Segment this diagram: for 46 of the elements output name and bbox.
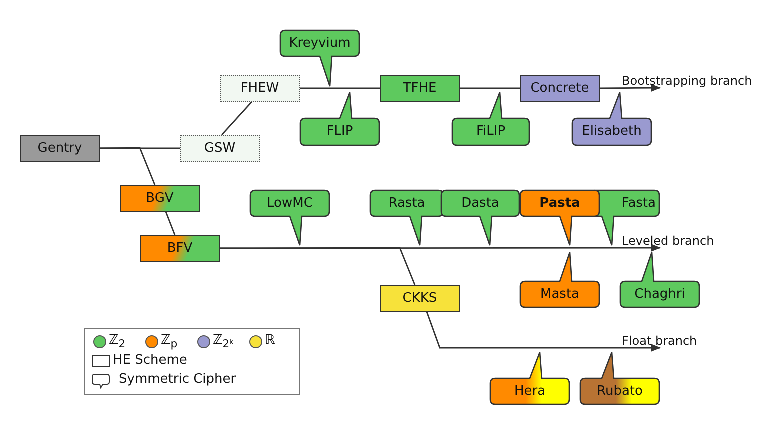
legend-label: ℝ [265,333,276,348]
cipher-name: Hera [513,383,547,401]
connector-line [220,247,416,286]
legend-label: ℤ$_{2}$ [109,333,126,351]
scheme-box: Concrete [520,75,600,102]
speech-bubble [370,190,444,246]
legend-label: ℤ$_{2ᵏ}$ [213,333,234,351]
cipher-name: Pasta [538,195,582,213]
speech-bubble [250,190,330,246]
cipher-name: FiLIP [475,123,507,141]
cipher-name: Kreyvium [288,35,352,53]
connector-line [221,102,253,136]
branch-label: Float branch [622,326,732,348]
scheme-box: TFHE [380,75,460,102]
branch-label: Leveled branch [622,226,732,248]
speech-bubble [572,92,652,146]
legend-label: Symmetric Cipher [119,372,236,387]
cipher-name: Chaghri [634,286,686,304]
connector-line [460,88,520,90]
speech-bubble [452,92,530,146]
speech-bubble [520,252,600,308]
cipher-name: Elisabeth [581,123,643,141]
speech-bubble [620,252,700,308]
cipher-name: Fasta [622,195,656,213]
cipher-name: Masta [539,286,581,304]
speech-bubble [441,190,520,246]
connector-line [426,312,661,352]
speech-bubble [300,92,380,146]
connector-line [600,84,661,92]
scheme-box: CKKS [380,285,460,312]
scheme-box: FHEW [220,75,300,102]
cipher-name: Rasta [388,195,426,213]
cipher-name: LowMC [266,195,314,213]
cipher-name: Dasta [460,195,500,213]
connector-line [300,88,380,90]
branch-label: Bootstrapping branch [622,66,762,88]
speech-bubble [490,352,570,405]
cipher-name: FLIP [326,123,354,141]
scheme-box: GSW [180,135,260,162]
connector-line [100,147,156,186]
scheme-box: Gentry [20,135,100,162]
legend-label: ℤ$_{p}$ [161,333,178,351]
legend-label: HE Scheme [113,353,188,368]
speech-bubble [520,190,600,246]
speech-bubble [580,352,660,405]
connector-line [165,212,176,236]
